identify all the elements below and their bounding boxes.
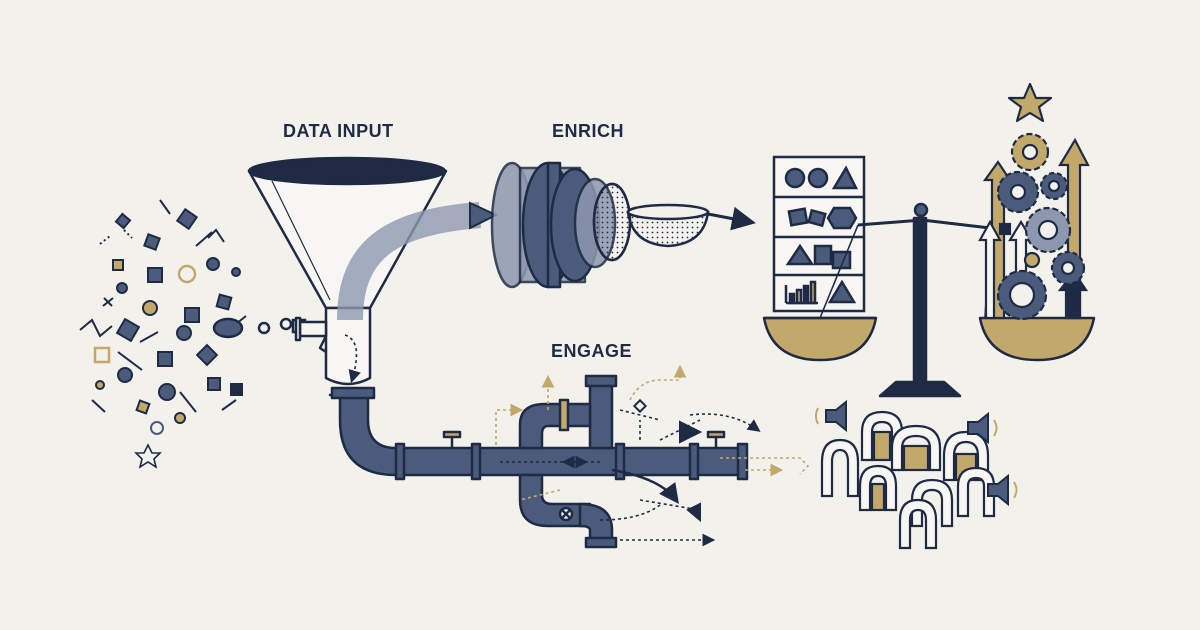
stage-label-engage: ENGAGE	[551, 341, 633, 361]
funnel-icon	[247, 156, 448, 386]
speaker-icon	[815, 399, 1018, 507]
gear-icon	[978, 132, 1090, 321]
lens-icon	[490, 161, 632, 289]
star-icon	[1007, 82, 1053, 123]
scale-icon	[762, 202, 1096, 398]
pipe-icon	[328, 374, 749, 549]
stage-label-data-input: DATA INPUT	[283, 121, 394, 141]
engage-marks	[632, 398, 703, 523]
stage-label-enrich: ENRICH	[552, 121, 625, 141]
shelf-icon	[772, 155, 866, 313]
arch-icon	[820, 410, 996, 550]
flow-shapes	[212, 317, 307, 339]
flow-pipe-to-enrich	[337, 202, 482, 321]
sieve-icon	[626, 203, 756, 248]
scattered-data-shapes	[79, 199, 247, 469]
